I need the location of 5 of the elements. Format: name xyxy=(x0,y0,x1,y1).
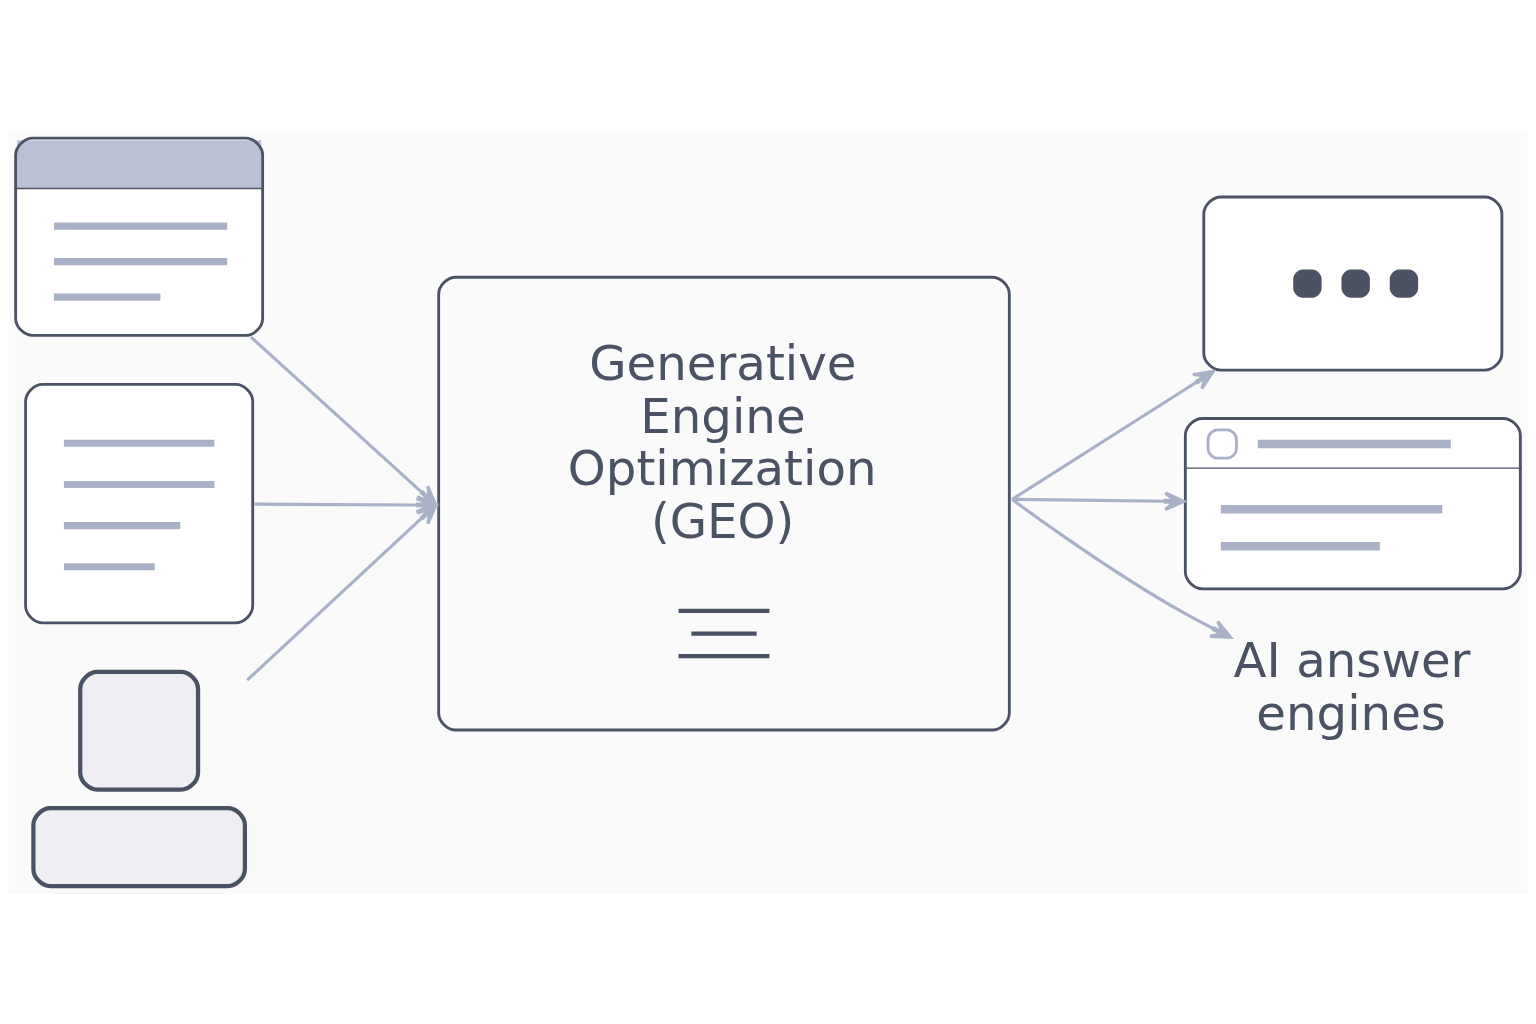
arrow xyxy=(1011,369,1215,501)
arrow xyxy=(1012,490,1186,511)
arrow xyxy=(1011,497,1233,639)
arrow xyxy=(246,503,438,681)
node-text: AI answer engines xyxy=(1233,631,1471,741)
